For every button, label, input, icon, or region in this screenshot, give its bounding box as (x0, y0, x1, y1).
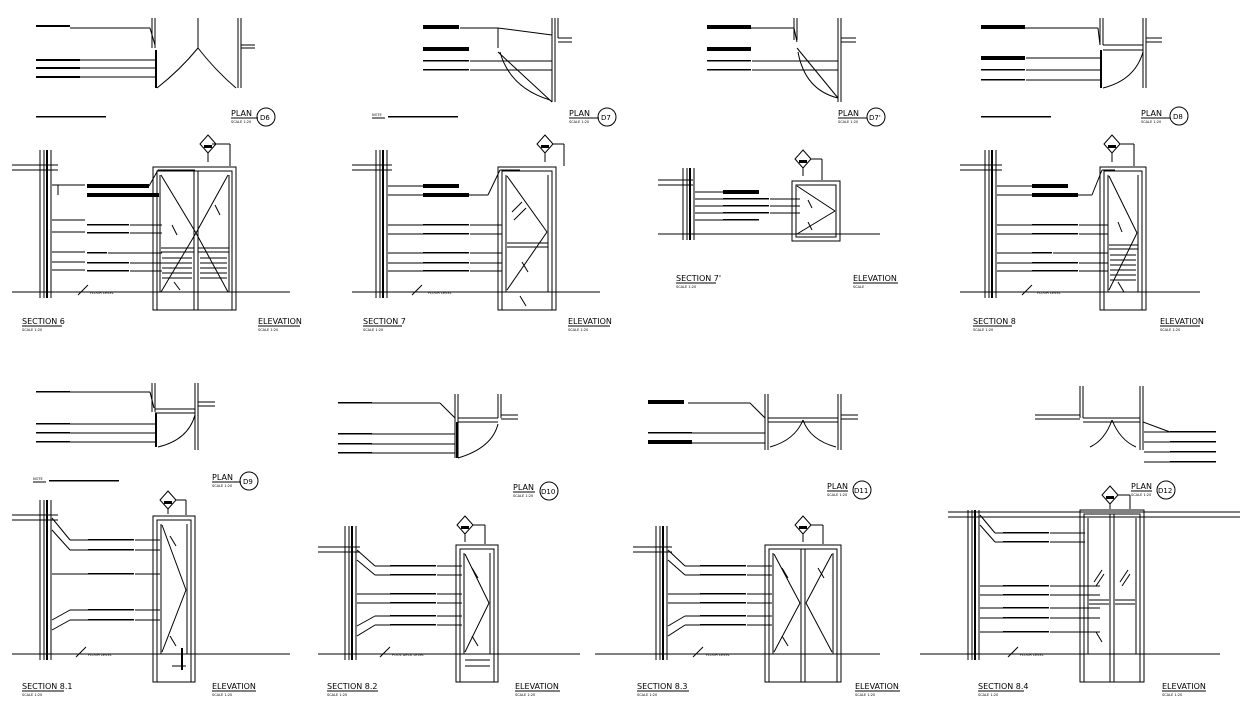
elevation-8-title: ELEVATION (1160, 317, 1204, 326)
svg-text:SCALE 1:20: SCALE 1:20 (855, 693, 875, 697)
svg-text:SCALE 1:20: SCALE 1:20 (363, 328, 383, 332)
plan-d9: NOTE PLAN SCALE 1:20 D9 (33, 383, 259, 491)
svg-text:SCALE 1:20: SCALE 1:20 (212, 484, 232, 488)
plan-d6: PLAN SCALE 1:20 D6 (36, 18, 276, 127)
svg-text:SCALE 1:20: SCALE 1:20 (569, 120, 589, 124)
section-6: FLOOR LEVEL SECT (12, 134, 302, 332)
svg-text:SCALE 1:20: SCALE 1:20 (1162, 693, 1182, 697)
section-8: FLOOR LEVEL SECTION 8 SCALE 1:20 ELEVATI… (960, 134, 1204, 332)
plan-d11-title: PLAN (827, 482, 848, 491)
section-6-title: SECTION 6 (22, 317, 65, 326)
svg-text:SCALE 1:20: SCALE 1:20 (22, 693, 42, 697)
svg-text:SCALE 1:20: SCALE 1:20 (212, 693, 232, 697)
plan-d8: PLAN SCALE 1:20 D8 (981, 18, 1189, 126)
tag-d12: D12 (1158, 487, 1172, 495)
elevation-7p-title: ELEVATION (853, 274, 897, 283)
section-8-2-title: SECTION 8.2 (327, 682, 378, 691)
elevation-8-1-title: ELEVATION (212, 682, 256, 691)
elevation-8-4-title: ELEVATION (1162, 682, 1206, 691)
plan-d10-title: PLAN (513, 483, 534, 492)
tag-d8: D8 (1173, 113, 1183, 121)
elevation-7-title: ELEVATION (568, 317, 612, 326)
plan-d7p-title: PLAN (838, 109, 859, 118)
tag-d6: D6 (260, 114, 270, 122)
section-8-3-title: SECTION 8.3 (637, 682, 688, 691)
section-8-1-title: SECTION 8.1 (22, 682, 73, 691)
section-7p-title: SECTION 7' (676, 274, 721, 283)
plan-d8-title: PLAN (1141, 109, 1162, 118)
tag-d7p: D7' (869, 114, 881, 122)
note-d7: NOTE (372, 113, 382, 117)
section-8-4: FLOOR LEVEL SECTION 8.4 SCALE 1:20 ELEVA… (920, 485, 1240, 697)
tag-d10: D10 (541, 488, 555, 496)
svg-text:SCALE 1:20: SCALE 1:20 (676, 285, 696, 289)
svg-text:FLOOR LEVEL: FLOOR LEVEL (428, 291, 452, 295)
svg-text:SCALE 1:20: SCALE 1:20 (637, 693, 657, 697)
elevation-6-title: ELEVATION (258, 317, 302, 326)
svg-text:SCALE 1:20: SCALE 1:20 (568, 328, 588, 332)
svg-text:SCALE 1:20: SCALE 1:20 (513, 494, 533, 498)
svg-text:FLOOR LEVEL: FLOOR LEVEL (1037, 291, 1061, 295)
svg-text:SCALE 1:20: SCALE 1:20 (1141, 120, 1161, 124)
svg-text:FLOOR LEVEL: FLOOR LEVEL (1020, 653, 1044, 657)
section-8-3: FLOOR LEVEL SECTION 8.3 SCALE 1:20 ELEVA… (595, 515, 900, 697)
tag-d9: D9 (243, 478, 253, 486)
section-7-title: SECTION 7 (363, 317, 406, 326)
section-8-2: POOL DECK LEVEL SECTION 8.2 SCALE 1:20 E… (318, 515, 580, 697)
plan-d7-title: PLAN (569, 109, 590, 118)
svg-text:SCALE 1:20: SCALE 1:20 (22, 328, 42, 332)
svg-text:SCALE 1:20: SCALE 1:20 (1160, 328, 1180, 332)
svg-text:SCALE 1:20: SCALE 1:20 (327, 693, 347, 697)
svg-text:SCALE: SCALE (853, 285, 864, 289)
plan-d12-title: PLAN (1131, 482, 1152, 491)
svg-text:NOTE: NOTE (33, 477, 43, 481)
svg-text:SCALE 1:20: SCALE 1:20 (258, 328, 278, 332)
svg-text:SCALE 1:20: SCALE 1:20 (838, 120, 858, 124)
svg-text:SCALE 1:20: SCALE 1:20 (1131, 493, 1151, 497)
section-7-prime: SECTION 7' SCALE 1:20 ELEVATION SCALE (658, 149, 898, 289)
elevation-8-3-title: ELEVATION (855, 682, 899, 691)
plan-d7-prime: PLAN SCALE 1:20 D7' (707, 18, 886, 127)
tag-d7: D7 (601, 114, 611, 122)
svg-text:SCALE 1:20: SCALE 1:20 (515, 693, 535, 697)
section-8-4-title: SECTION 8.4 (978, 682, 1029, 691)
plan-d9-title: PLAN (212, 473, 233, 482)
section-7: FLOOR LEVEL SECTION 7 SCALE 1:20 ELEVATI… (352, 134, 612, 332)
plan-d7: NOTE PLAN SCALE 1:20 D7 (372, 18, 617, 127)
tag-d11: D11 (854, 487, 868, 495)
svg-text:SCALE 1:20: SCALE 1:20 (973, 328, 993, 332)
plan-d10: PLAN SCALE 1:20 D10 (338, 394, 559, 501)
svg-text:SCALE 1:20: SCALE 1:20 (827, 493, 847, 497)
svg-text:FLOOR LEVEL: FLOOR LEVEL (88, 653, 112, 657)
section-8-title: SECTION 8 (973, 317, 1016, 326)
floor-level-label: FLOOR LEVEL (90, 291, 114, 295)
plan-d11: PLAN SCALE 1:20 D11 (648, 394, 872, 500)
plan-d12: PLAN SCALE 1:20 D12 (1035, 386, 1216, 500)
svg-text:SCALE 1:20: SCALE 1:20 (231, 120, 251, 124)
section-8-1: FLOOR LEVEL SECTION 8.1 SCALE 1:20 ELEVA… (12, 490, 290, 697)
svg-text:SCALE 1:20: SCALE 1:20 (978, 693, 998, 697)
plan-d6-title: PLAN (231, 109, 252, 118)
pool-deck-level-label: POOL DECK LEVEL (392, 653, 424, 657)
elevation-8-2-title: ELEVATION (515, 682, 559, 691)
svg-text:FLOOR LEVEL: FLOOR LEVEL (706, 653, 730, 657)
